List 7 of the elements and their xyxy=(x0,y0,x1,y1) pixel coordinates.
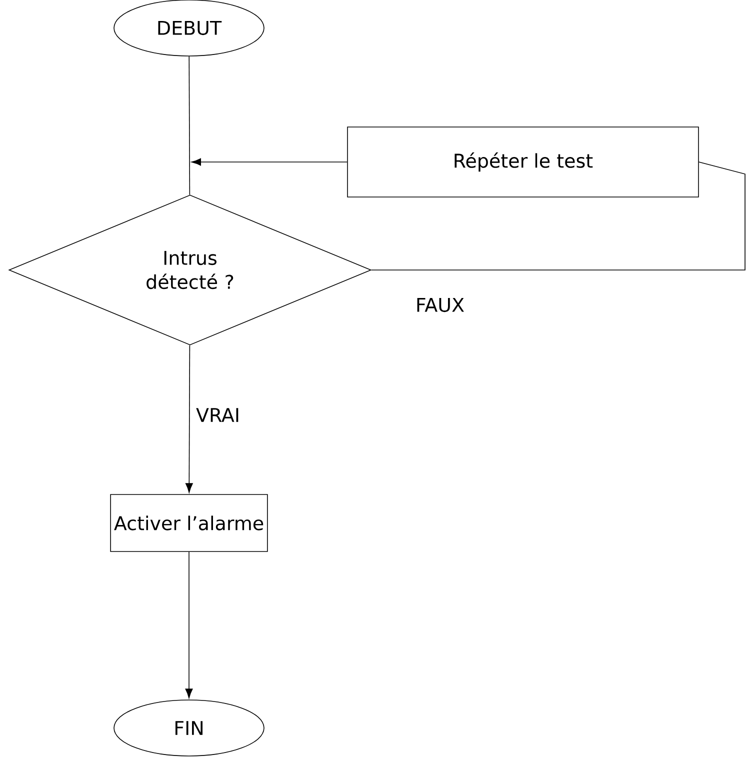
arrow xyxy=(185,552,193,698)
process-box: Répéter le test xyxy=(347,126,699,198)
arrow xyxy=(185,344,193,493)
process-box: Activer l’alarme xyxy=(110,494,268,552)
arrow xyxy=(191,158,348,166)
edge-label: FAUX xyxy=(413,296,467,314)
edge-label: VRAI xyxy=(194,406,242,424)
